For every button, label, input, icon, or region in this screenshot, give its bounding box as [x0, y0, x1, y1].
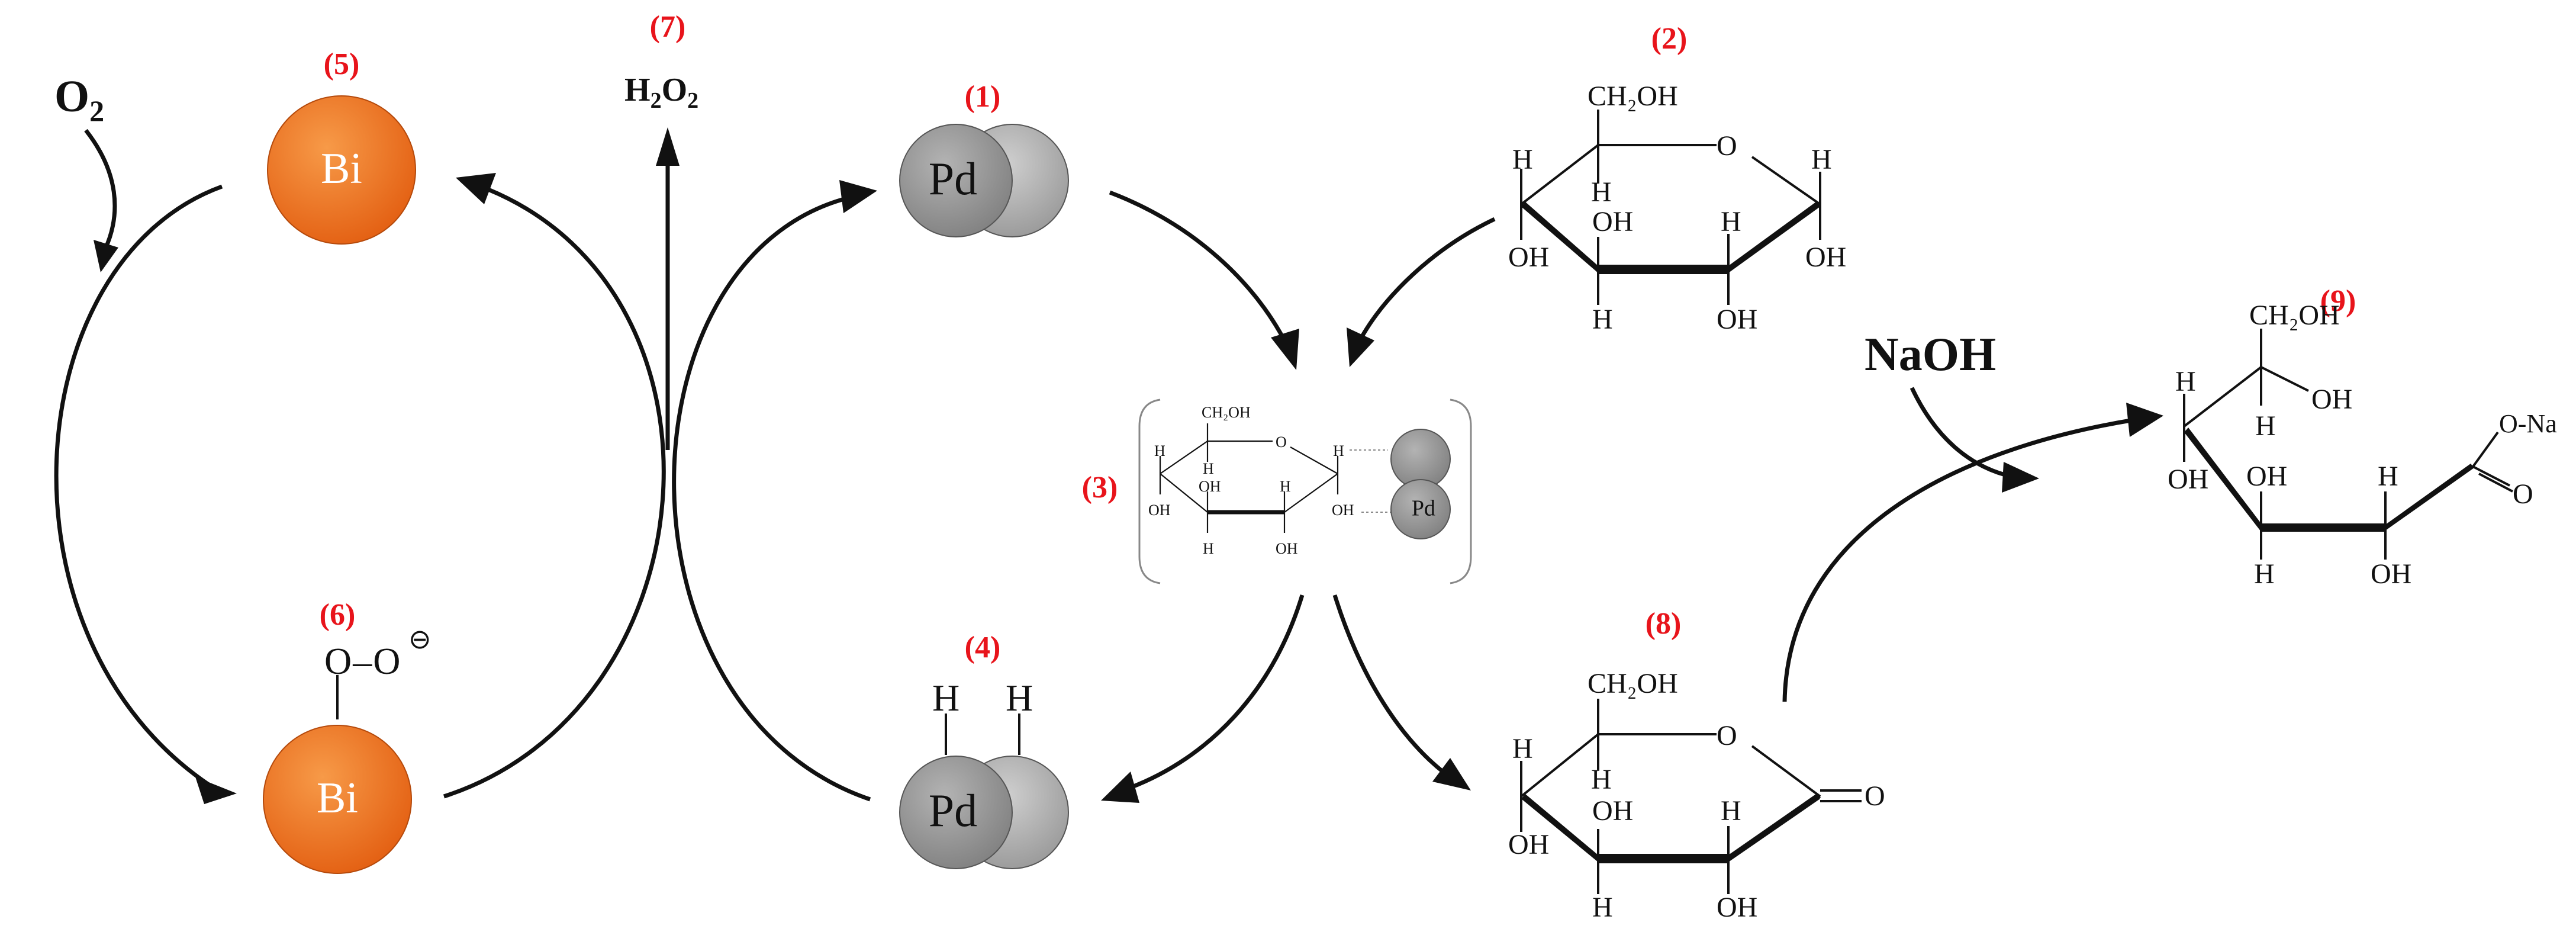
svg-text:H: H	[2378, 461, 2398, 492]
svg-text:CH₂OH: CH₂OH	[1588, 668, 1678, 699]
arrowhead-complex-left	[1271, 329, 1299, 370]
arrow-lactone-to-gluconate	[1782, 418, 2131, 702]
svg-text:OH: OH	[1276, 540, 1298, 557]
arrowhead-complex-right	[1347, 327, 1374, 367]
arrowhead-pdh2	[1101, 772, 1139, 803]
svg-text:OH: OH	[2246, 461, 2287, 492]
negative-charge: ⊖	[408, 624, 432, 654]
svg-text:H: H	[1591, 176, 1612, 208]
sodium-gluconate-molecule-9: CH₂OH OH H H OH OH H H OH O-Na O	[2168, 300, 2557, 590]
arrowhead-o2	[94, 240, 118, 272]
arrow-pd1-to-complex	[1109, 190, 1287, 342]
svg-text:CH₂OH: CH₂OH	[1588, 81, 1678, 112]
reagent-h2o2: H2O2	[624, 72, 698, 113]
svg-text:O: O	[2513, 478, 2533, 510]
label-4: (4)	[965, 631, 1001, 664]
svg-text:H: H	[932, 677, 959, 719]
svg-text:H: H	[1721, 795, 1741, 827]
label-2: (2)	[1651, 22, 1688, 56]
svg-text:OH: OH	[1508, 829, 1549, 860]
svg-text:H: H	[1203, 460, 1214, 477]
label-3: (3)	[1082, 471, 1118, 504]
svg-text:OH: OH	[2311, 384, 2352, 415]
label-9: (9)	[2320, 284, 2356, 318]
svg-text:OH: OH	[1717, 892, 1757, 923]
svg-text:OH: OH	[1592, 206, 1633, 237]
arrow-glucose-to-complex	[1359, 217, 1496, 339]
svg-text:H: H	[1811, 144, 1832, 175]
bismuth-particle-5: Bi	[267, 95, 416, 245]
svg-text:H: H	[1512, 144, 1533, 175]
svg-text:O–O: O–O	[324, 640, 400, 682]
svg-text:CH₂OH: CH₂OH	[2249, 300, 2340, 331]
svg-text:O: O	[1717, 130, 1737, 162]
bismuth-peroxo-6: O–O ⊖ Bi	[263, 624, 432, 874]
bi-label: Bi	[321, 144, 362, 193]
svg-text:O: O	[1276, 433, 1287, 451]
arrows	[54, 127, 2163, 804]
pd-label: Pd	[1412, 496, 1435, 521]
svg-text:OH: OH	[1199, 478, 1221, 495]
svg-text:OH: OH	[1148, 502, 1171, 519]
svg-text:OH: OH	[1592, 795, 1633, 827]
label-6: (6)	[320, 598, 356, 632]
svg-text:H: H	[1592, 304, 1613, 335]
svg-text:O-Na: O-Na	[2499, 409, 2557, 438]
svg-text:H: H	[2175, 366, 2196, 397]
label-8: (8)	[1646, 607, 1682, 641]
svg-text:H: H	[2255, 410, 2276, 442]
svg-text:H: H	[1280, 478, 1291, 495]
glucose-molecule-2: CH₂OH O H OH H OH H H OH H OH	[1508, 81, 1846, 335]
gluconolactone-molecule-8: CH₂OH O O H OH H OH H H OH	[1508, 668, 1885, 923]
arrow-pd4-to-pd1	[672, 196, 871, 802]
svg-text:CH₂OH: CH₂OH	[1202, 404, 1251, 421]
label-5: (5)	[324, 47, 360, 81]
arrowhead-pd1	[839, 180, 877, 213]
svg-text:OH: OH	[1805, 242, 1846, 273]
svg-text:H: H	[1006, 677, 1033, 719]
arrowhead-h2o2	[656, 127, 680, 166]
svg-text:H: H	[1592, 892, 1613, 923]
reagent-naoh: NaOH	[1865, 329, 1996, 381]
svg-text:H: H	[2254, 558, 2275, 590]
svg-text:O2: O2	[54, 72, 104, 127]
reagent-o2: O2	[54, 72, 104, 127]
label-1: (1)	[965, 80, 1001, 114]
svg-text:H: H	[1721, 206, 1741, 237]
arrow-bi6-to-bi5	[443, 187, 666, 799]
label-7: (7)	[650, 10, 686, 44]
svg-text:OH: OH	[1717, 304, 1757, 335]
bi-label: Bi	[317, 774, 358, 822]
svg-text:H: H	[1591, 764, 1612, 795]
svg-text:O: O	[1717, 720, 1737, 751]
pd-label: Pd	[929, 153, 977, 204]
palladium-hydride-4: H H Pd	[899, 677, 1069, 869]
svg-text:H: H	[1203, 540, 1214, 557]
pd-label: Pd	[929, 785, 977, 836]
arrowhead-bi6	[195, 777, 237, 804]
arrowhead-lactone	[1432, 758, 1471, 790]
arrowhead-naoh	[2002, 462, 2039, 493]
svg-text:H: H	[1154, 442, 1165, 459]
svg-text:O: O	[1865, 780, 1885, 812]
arrow-bi5-to-bi6	[54, 184, 223, 789]
svg-text:OH: OH	[1508, 242, 1549, 273]
glucose-pd-complex-3: CH₂OH O H OH H OH H H OH H OH Pd	[1138, 398, 1472, 584]
arrow-o2-in	[84, 128, 117, 250]
svg-text:H: H	[1333, 442, 1344, 459]
palladium-particle-1: Pd	[899, 124, 1069, 237]
svg-text:H: H	[1512, 733, 1533, 764]
arrowhead-bi5	[456, 173, 496, 204]
arrow-complex-to-pdh2	[1129, 594, 1305, 790]
svg-text:OH: OH	[2371, 558, 2411, 590]
svg-text:OH: OH	[2168, 464, 2208, 495]
svg-text:OH: OH	[1332, 502, 1354, 519]
arrow-complex-to-lactone	[1332, 594, 1446, 774]
svg-text:H2O2: H2O2	[624, 72, 698, 113]
arrow-naoh-in	[1910, 387, 2013, 479]
arrowhead-gluconate	[2126, 403, 2163, 437]
